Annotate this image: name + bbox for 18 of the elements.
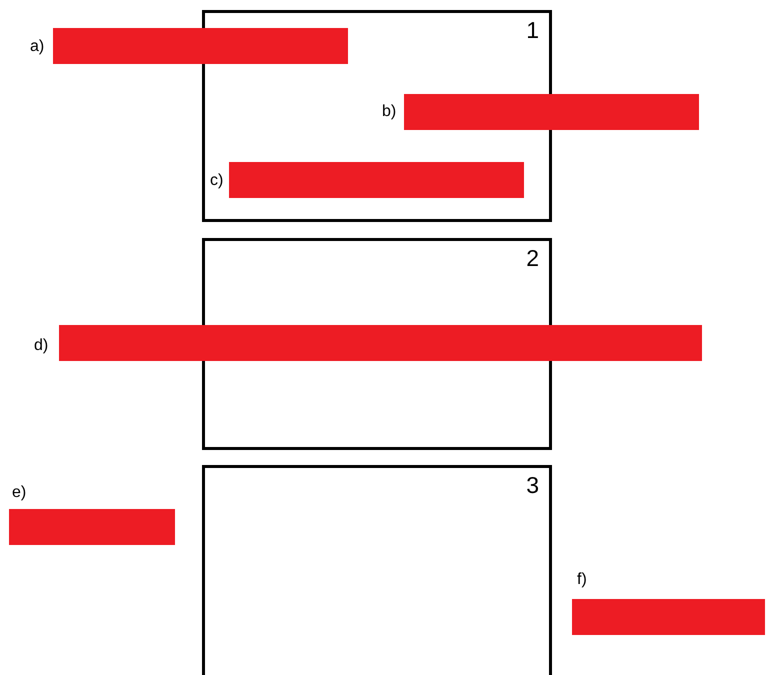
redacted-bar (229, 162, 524, 198)
item-letter: b) (382, 104, 396, 120)
redacted-bar (59, 325, 702, 361)
item-letter: e) (12, 485, 26, 501)
item-letter: a) (30, 39, 44, 55)
panel-number: 2 (526, 247, 539, 270)
redacted-bar (9, 509, 175, 545)
redacted-bar (572, 599, 765, 635)
item-letter: f) (577, 572, 587, 588)
item-letter: d) (34, 338, 48, 354)
redacted-bar (404, 94, 699, 130)
redacted-bar (53, 28, 348, 64)
item-letter: c) (210, 173, 224, 189)
panel-frame (202, 238, 552, 450)
panel-number: 3 (526, 474, 539, 497)
panel-frame (202, 10, 552, 222)
panel-frame (202, 465, 552, 675)
panel-number: 1 (526, 19, 539, 42)
